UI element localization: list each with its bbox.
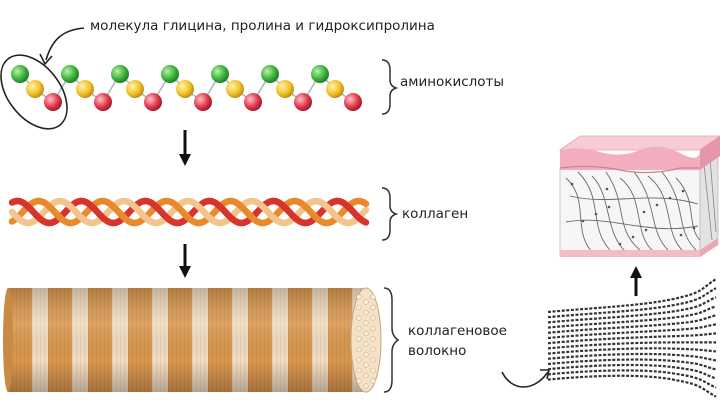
hydroxyproline-sphere	[94, 93, 112, 111]
proline-sphere	[326, 80, 344, 98]
collagen-fiber-label-line1: коллагеновое	[408, 323, 507, 339]
proline-sphere	[76, 80, 94, 98]
molecule-highlight-ellipse	[0, 54, 68, 130]
brace-amino-acids	[381, 59, 399, 115]
glycine-sphere	[61, 65, 79, 83]
amino-acid-chain	[11, 65, 362, 111]
collagen-fiber-cylinder	[3, 287, 382, 393]
amino-acids-label: аминокислоты	[400, 74, 505, 90]
proline-sphere	[176, 80, 194, 98]
glycine-sphere	[211, 65, 229, 83]
hydroxyproline-sphere	[344, 93, 362, 111]
pointer-arrow-molecule-head	[39, 53, 53, 65]
glycine-sphere	[111, 65, 129, 83]
pointer-arrow-fiber	[501, 371, 549, 388]
proline-sphere	[276, 80, 294, 98]
proline-sphere	[126, 80, 144, 98]
collagen-label: коллаген	[402, 206, 469, 222]
glycine-sphere	[311, 65, 329, 83]
brace-collagen	[381, 187, 399, 241]
hydroxyproline-sphere	[144, 93, 162, 111]
brace-collagen-fiber	[383, 287, 400, 393]
pointer-arrow-molecule	[45, 27, 85, 61]
down-arrow-2	[179, 244, 191, 278]
collagen-fibril-bundle	[547, 278, 717, 398]
molecule-label: молекула глицина, пролина и гидроксипрол…	[90, 18, 435, 34]
hydroxyproline-sphere	[194, 93, 212, 111]
proline-sphere	[26, 80, 44, 98]
collagen-fiber-label-line2: волокно	[408, 343, 467, 359]
down-arrow-1	[179, 130, 191, 166]
glycine-sphere	[161, 65, 179, 83]
skin-tissue-block	[558, 135, 720, 257]
hydroxyproline-sphere	[294, 93, 312, 111]
glycine-sphere	[11, 65, 29, 83]
hydroxyproline-sphere	[244, 93, 262, 111]
hydroxyproline-sphere	[44, 93, 62, 111]
collagen-triple-helix	[8, 197, 370, 227]
up-arrow	[630, 266, 642, 296]
glycine-sphere	[261, 65, 279, 83]
proline-sphere	[226, 80, 244, 98]
